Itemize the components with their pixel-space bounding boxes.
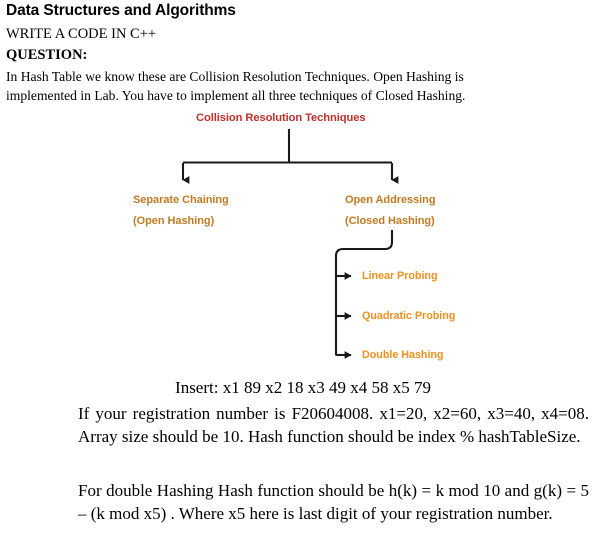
question-label: QUESTION:: [6, 47, 88, 63]
collision-resolution-diagram: Collision Resolution Techniques Separate…: [0, 108, 606, 370]
insert-values-line: Insert: x1 89 x2 18 x3 49 x4 58 x5 79: [175, 378, 431, 397]
open-addressing-sublabel: (Closed Hashing): [345, 215, 435, 227]
diagram-node-linear-probing: Linear Probing: [362, 270, 438, 282]
leaf-spine: [334, 230, 394, 356]
diagram-connectors: [181, 129, 399, 359]
diagram-node-open-addressing: Open Addressing (Closed Hashing): [345, 194, 436, 227]
diagram-node-root: Collision Resolution Techniques: [196, 112, 366, 124]
open-addressing-label: Open Addressing: [345, 194, 436, 206]
separate-chaining-label: Separate Chaining: [133, 194, 229, 206]
intro-paragraph: In Hash Table we know these are Collisio…: [6, 69, 466, 103]
diagram-node-separate-chaining: Separate Chaining (Open Hashing): [133, 194, 229, 227]
registration-paragraph: If your registration number is F20604008…: [78, 404, 589, 447]
double-hashing-paragraph: For double Hashing Hash function should …: [78, 481, 589, 524]
instruction-line: WRITE A CODE IN C++: [6, 26, 157, 42]
page-title: Data Structures and Algorithms: [6, 2, 236, 19]
separate-chaining-sublabel: (Open Hashing): [133, 215, 215, 227]
diagram-node-double-hashing: Double Hashing: [362, 349, 444, 361]
diagram-node-quadratic-probing: Quadratic Probing: [362, 310, 456, 322]
